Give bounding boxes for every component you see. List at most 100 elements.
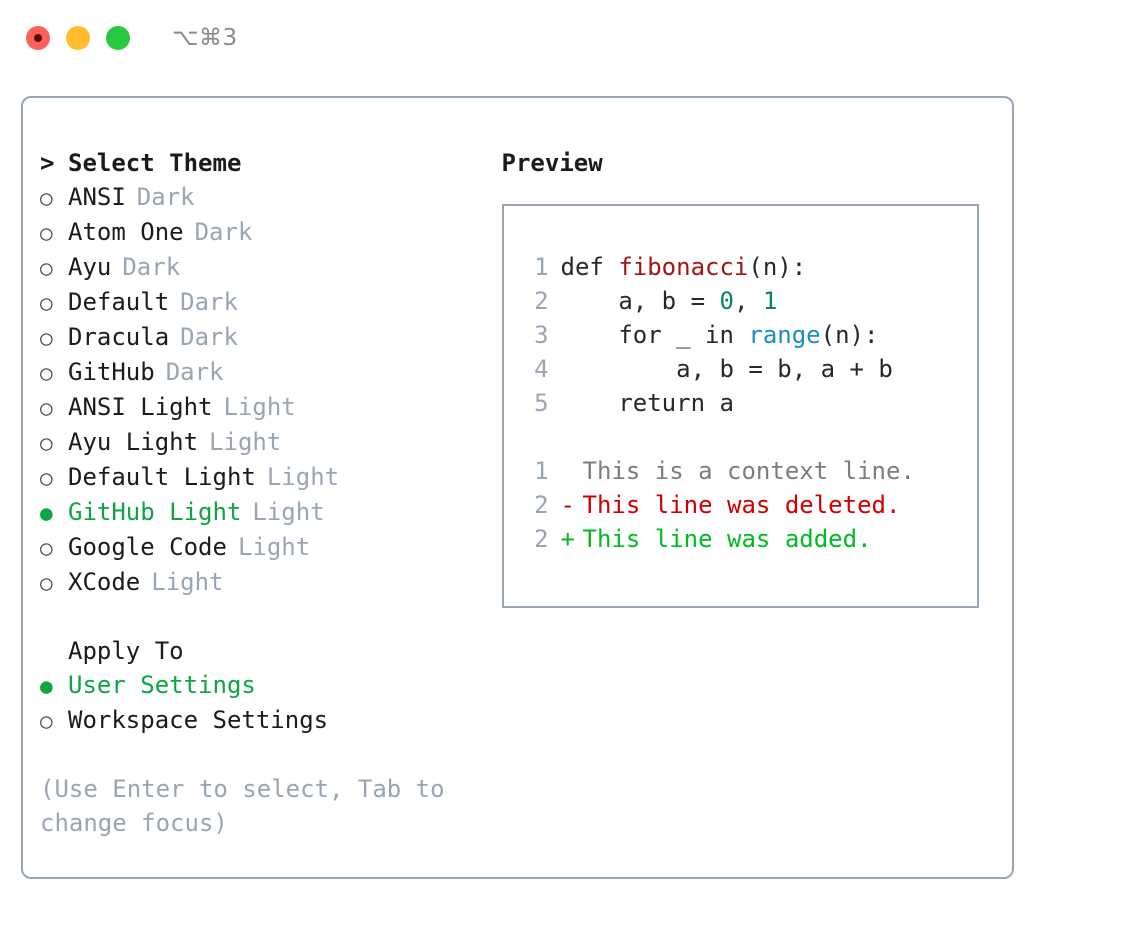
radio-empty-icon: ○ bbox=[40, 709, 53, 733]
close-window-button[interactable] bbox=[26, 26, 50, 50]
code-token-func: fibonacci bbox=[618, 253, 749, 281]
radio-empty-icon: ○ bbox=[40, 466, 53, 490]
theme-option-label: Google Code bbox=[68, 533, 227, 561]
code-token-plain: for _ in bbox=[560, 321, 749, 349]
code-token-plain: , bbox=[733, 287, 763, 315]
apply-to-heading: Apply To bbox=[40, 634, 493, 668]
theme-variant-badge: Dark bbox=[180, 288, 238, 316]
diff-line-text: This is a context line. bbox=[582, 457, 915, 485]
theme-variant-badge: Dark bbox=[194, 218, 253, 246]
code-line: 5 return a bbox=[521, 386, 977, 420]
radio-empty-icon: ○ bbox=[40, 536, 53, 560]
theme-option-label: Default bbox=[68, 288, 170, 316]
code-line-number: 2 bbox=[534, 287, 549, 315]
code-token-plain: a, b = bbox=[560, 287, 720, 315]
theme-option-dracula[interactable]: ○ Dracula Dark bbox=[40, 320, 493, 355]
radio-empty-icon: ○ bbox=[40, 326, 53, 350]
traffic-light-group bbox=[26, 26, 130, 50]
code-line-number: 5 bbox=[534, 389, 549, 417]
theme-option-label: Ayu bbox=[68, 253, 112, 281]
code-line-text: def fibonacci(n): bbox=[561, 250, 807, 284]
diff-line-text: This line was deleted. bbox=[582, 491, 901, 519]
code-token-plain: a, b = b, a + b bbox=[560, 355, 893, 383]
radio-empty-icon: ○ bbox=[40, 431, 53, 455]
theme-variant-badge: Light bbox=[237, 533, 311, 561]
diff-preview-block: 1 This is a context line.2-This line was… bbox=[521, 454, 977, 556]
code-line: 3 for _ in range(n): bbox=[521, 318, 977, 352]
code-token-num: 0 bbox=[719, 287, 734, 315]
theme-variant-badge: Light bbox=[223, 393, 296, 421]
code-line: 1 def fibonacci(n): bbox=[521, 250, 977, 284]
theme-variant-badge: Dark bbox=[122, 253, 181, 281]
radio-selected-icon: ● bbox=[40, 674, 53, 698]
diff-sign-icon: - bbox=[560, 491, 575, 519]
code-token-plain: return a bbox=[560, 389, 734, 417]
code-line: 4 a, b = b, a + b bbox=[521, 352, 977, 386]
code-line-number: 1 bbox=[534, 253, 549, 281]
apply-to-option-user-settings[interactable]: ●User Settings bbox=[40, 668, 493, 703]
preview-title: Preview bbox=[501, 149, 603, 177]
theme-variant-badge: Dark bbox=[180, 323, 238, 351]
theme-option-label: GitHub bbox=[68, 358, 155, 386]
title-bar: ⌥⌘3 bbox=[0, 0, 1140, 76]
theme-variant-badge: Light bbox=[252, 498, 325, 526]
theme-option-default[interactable]: ○ Default Dark bbox=[40, 285, 493, 320]
code-token-plain: (n): bbox=[748, 253, 807, 281]
theme-option-label: ANSI bbox=[68, 183, 126, 211]
code-token-num: 1 bbox=[762, 287, 778, 315]
theme-option-label: Ayu Light bbox=[68, 428, 199, 456]
focus-marker-icon: > bbox=[40, 149, 55, 177]
theme-option-ansi[interactable]: ○ ANSI Dark bbox=[40, 180, 493, 215]
apply-to-option-label: Workspace Settings bbox=[68, 706, 329, 734]
theme-option-label: Dracula bbox=[68, 323, 170, 351]
minimize-window-button[interactable] bbox=[66, 26, 90, 50]
theme-option-atom-one[interactable]: ○ Atom One Dark bbox=[40, 215, 493, 250]
code-token-builtin: range bbox=[748, 321, 821, 349]
apply-to-option-workspace-settings[interactable]: ○ Workspace Settings bbox=[40, 703, 493, 738]
diff-line-number: 2 bbox=[534, 525, 549, 553]
code-line-text: for _ in range(n): bbox=[560, 318, 879, 352]
theme-variant-badge: Dark bbox=[136, 183, 195, 211]
code-token-plain: def bbox=[560, 253, 619, 281]
theme-option-label: Atom One bbox=[68, 218, 184, 246]
maximize-window-button[interactable] bbox=[106, 26, 130, 50]
diff-sign-icon bbox=[561, 454, 583, 488]
theme-option-label: ANSI Light bbox=[68, 393, 213, 421]
code-line-text: a, b = 0, 1 bbox=[560, 284, 778, 318]
theme-variant-badge: Light bbox=[209, 428, 282, 456]
code-token-plain: (n): bbox=[820, 321, 879, 349]
apply-to-section: Apply To ●User Settings ○ Workspace Settin… bbox=[40, 634, 493, 738]
apply-to-heading-label: Apply To bbox=[68, 637, 184, 665]
keyboard-hint-text: (Use Enter to select, Tab to change focu… bbox=[40, 775, 460, 837]
code-line-number: 4 bbox=[534, 355, 549, 383]
code-line-text: a, b = b, a + b bbox=[561, 352, 893, 386]
code-line-text: return a bbox=[561, 386, 734, 420]
diff-line-number: 2 bbox=[534, 491, 549, 519]
theme-option-label: XCode bbox=[68, 568, 141, 596]
radio-empty-icon: ○ bbox=[40, 291, 53, 315]
radio-empty-icon: ○ bbox=[40, 571, 53, 595]
theme-option-ayu-light[interactable]: ○ Ayu Light Light bbox=[40, 425, 493, 460]
diff-line-del: 2-This line was deleted. bbox=[521, 488, 977, 522]
radio-empty-icon: ○ bbox=[40, 221, 53, 245]
select-theme-heading-label: Select Theme bbox=[68, 149, 242, 177]
select-theme-heading: > Select Theme bbox=[40, 146, 493, 180]
radio-empty-icon: ○ bbox=[40, 186, 53, 210]
theme-option-google-code[interactable]: ○ Google Code Light bbox=[40, 530, 493, 565]
diff-line-number: 1 bbox=[534, 457, 549, 485]
diff-line-context: 1 This is a context line. bbox=[521, 454, 977, 488]
